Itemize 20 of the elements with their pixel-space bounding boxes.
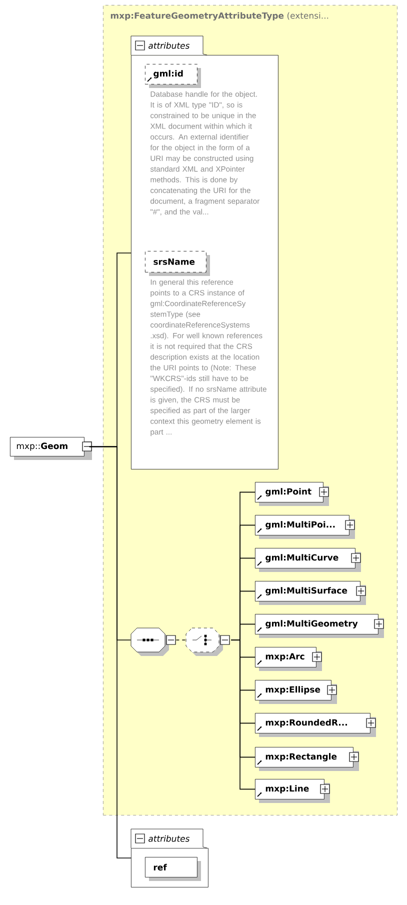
element-box: gml:MultiGeometry xyxy=(255,614,384,638)
element-box: gml:MultiCurve xyxy=(255,548,361,572)
attribute-box: ref xyxy=(145,857,201,881)
node-label: attributes xyxy=(148,835,190,842)
connector-line xyxy=(89,446,132,858)
element-box: gml:Point xyxy=(255,482,329,506)
element-box: mxp:Ellipse xyxy=(255,680,337,704)
sequence-compositor xyxy=(130,628,176,656)
attribute-box: gml:id xyxy=(145,64,201,88)
attribute-box: srsName xyxy=(145,251,210,276)
element-box: mxp:Arc xyxy=(255,647,322,671)
element-box: mxp:RoundedR... xyxy=(255,713,376,737)
element-box: mxp:Line xyxy=(255,779,330,803)
connector-line xyxy=(230,640,256,790)
element-box: gml:MultiSurface xyxy=(255,581,366,605)
element-box: mxp::Geom xyxy=(10,437,92,460)
node-label: attributes xyxy=(148,42,190,49)
choice-compositor xyxy=(186,628,230,656)
element-box: gml:MultiPoi... xyxy=(255,515,355,539)
element-box: mxp:Rectangle xyxy=(255,747,359,771)
